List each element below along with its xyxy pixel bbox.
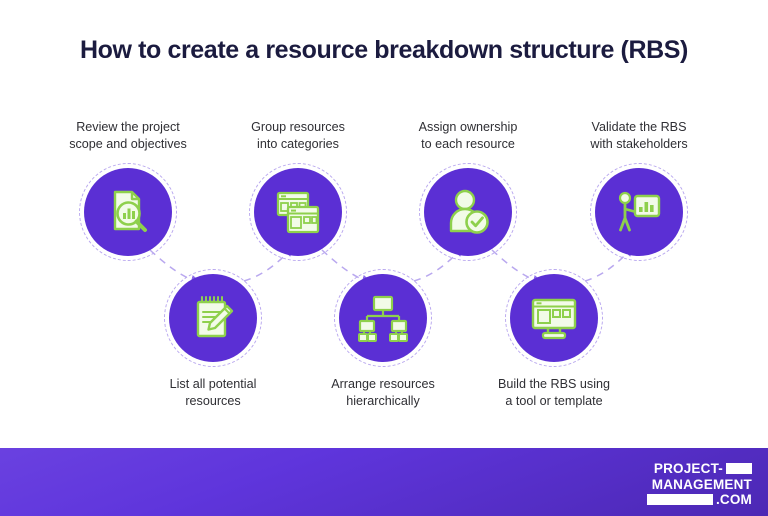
step-disc-6	[510, 274, 598, 362]
notepad-pencil-icon	[196, 296, 234, 338]
footer-band: PROJECT- MANAGEMENT .COM	[0, 448, 768, 516]
step-ring-2	[164, 269, 262, 367]
step-caption-6: Build the RBS using a tool or template	[497, 377, 610, 408]
step-caption-2: List all potential resources	[169, 377, 257, 408]
step-disc-1	[84, 168, 172, 256]
page-title: How to create a resource breakdown struc…	[80, 36, 688, 64]
step-ring-3	[249, 163, 347, 261]
logo-line-1: PROJECT-	[647, 461, 752, 477]
logo-line-2: MANAGEMENT	[647, 477, 752, 493]
step-caption-5: Assign ownership to each resource	[418, 120, 518, 151]
step-caption-3: Group resources into categories	[251, 120, 345, 151]
step-disc-4	[339, 274, 427, 362]
step-ring-6	[505, 269, 603, 367]
step-ring-1	[79, 163, 177, 261]
stacked-windows-icon	[276, 191, 320, 234]
logo-text-project: PROJECT-	[653, 461, 723, 476]
step-caption-4: Arrange resources hierarchically	[331, 377, 435, 408]
step-disc-2	[169, 274, 257, 362]
step-ring-4	[334, 269, 432, 367]
step-disc-5	[424, 168, 512, 256]
org-chart-hierarchy-icon	[358, 295, 408, 342]
step-caption-1: Review the project scope and objectives	[69, 120, 187, 151]
document-magnifier-chart-icon	[113, 190, 147, 232]
presenter-board-chart-icon	[618, 191, 661, 232]
logo-text-com: .COM	[715, 492, 752, 507]
logo-bar-large	[646, 494, 713, 506]
connector-arrows	[149, 245, 634, 285]
step-ring-7	[590, 163, 688, 261]
step-caption-7: Validate the RBS with stakeholders	[590, 120, 688, 151]
monitor-dashboard-icon	[531, 298, 577, 340]
step-ring-5	[419, 163, 517, 261]
step-disc-7	[595, 168, 683, 256]
site-logo[interactable]: PROJECT- MANAGEMENT .COM	[646, 461, 752, 508]
logo-bar-small	[726, 463, 752, 475]
step-disc-3	[254, 168, 342, 256]
logo-line-3: .COM	[646, 492, 752, 508]
logo-text-management: MANAGEMENT	[651, 476, 752, 492]
person-check-icon	[449, 189, 489, 234]
